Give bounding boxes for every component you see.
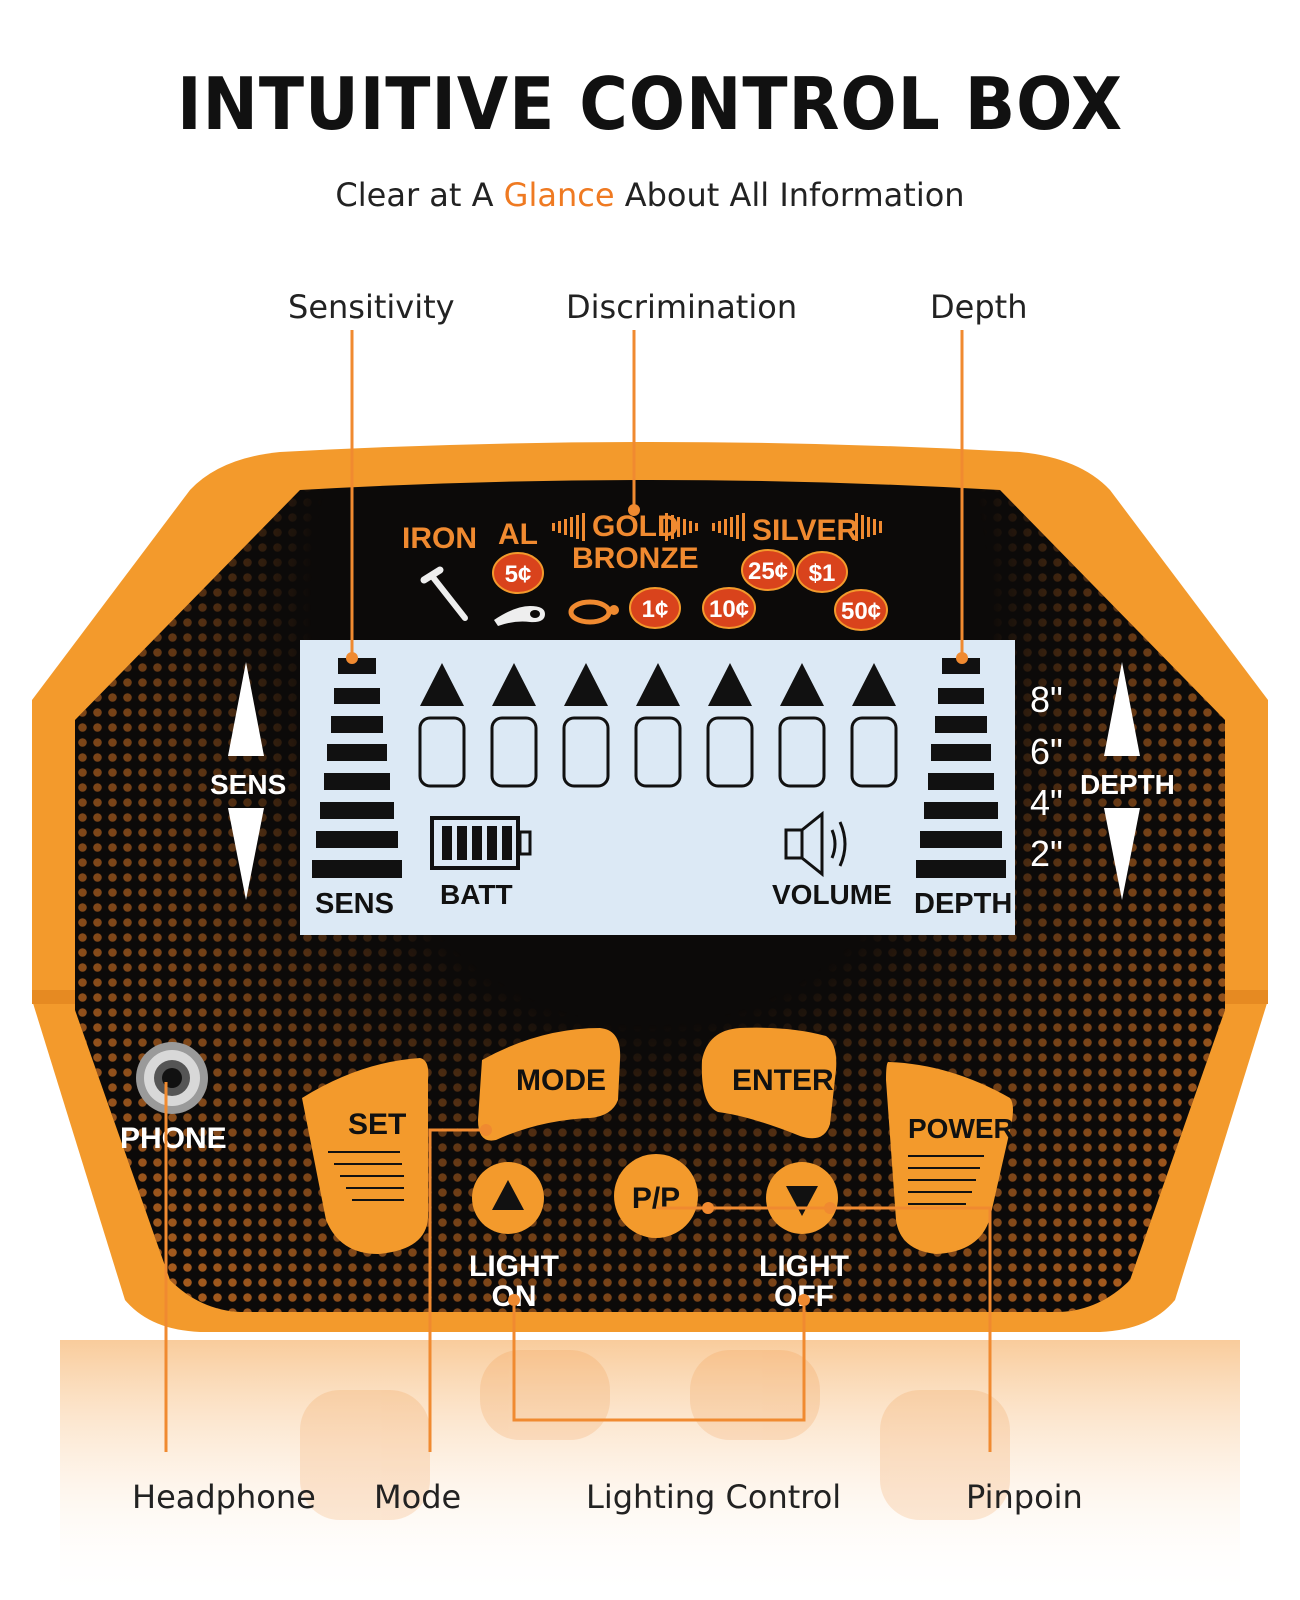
pinpoint-button-label: P/P — [632, 1182, 680, 1215]
phone-label: PHONE — [120, 1122, 227, 1155]
leader-lines — [164, 330, 992, 1452]
leader-dots — [346, 504, 968, 1306]
callout-sensitivity: Sensitivity — [288, 288, 455, 326]
callout-pinpoint: Pinpoin — [966, 1478, 1083, 1516]
lcd-depth-label: DEPTH — [914, 888, 1012, 920]
callout-lighting-control: Lighting Control — [586, 1478, 842, 1516]
label-silver: SILVER — [752, 514, 858, 547]
coin-25c — [741, 549, 795, 591]
coin-50c — [834, 589, 888, 631]
coin-1d-label: $1 — [809, 560, 836, 587]
depth-mark-2: 2" — [1030, 833, 1063, 874]
page-subtitle: Clear at A Glance About All Information — [0, 176, 1300, 214]
light-off-label-1: LIGHT — [759, 1250, 849, 1283]
callout-headphone: Headphone — [132, 1478, 316, 1516]
lcd-sens-label: SENS — [315, 888, 394, 920]
callout-mode: Mode — [374, 1478, 462, 1516]
coins: 5¢ 25¢ $1 1¢ 10¢ 50¢ — [492, 549, 888, 631]
depth-mark-8: 8" — [1030, 679, 1063, 720]
discrimination-segments — [418, 663, 898, 788]
scale-ticks — [552, 513, 882, 541]
enter-button[interactable]: ENTER — [701, 1027, 837, 1139]
coin-1d — [796, 551, 848, 593]
subtitle-start: Clear at A — [335, 176, 504, 214]
coin-1c-label: 1¢ — [642, 596, 669, 623]
coin-10c-label: 10¢ — [709, 596, 749, 623]
pinpoint-button[interactable]: P/P — [614, 1154, 698, 1238]
depth-bars — [916, 658, 1006, 878]
subtitle-end: About All Information — [614, 176, 965, 214]
speaker-icon — [784, 810, 847, 878]
coin-25c-label: 25¢ — [748, 558, 788, 585]
battery-icon — [430, 816, 532, 870]
light-off-button[interactable] — [766, 1162, 838, 1234]
floor-reflection — [60, 1340, 1240, 1600]
sens-down-arrow[interactable] — [228, 808, 264, 900]
lcd-batt-label: BATT — [440, 879, 513, 910]
lcd-volume-label: VOLUME — [772, 879, 892, 910]
label-al: AL — [498, 518, 538, 551]
up-arrow-icon — [492, 1180, 524, 1210]
light-on-label-1: LIGHT — [469, 1250, 559, 1283]
mode-button-label: MODE — [516, 1064, 606, 1097]
coin-50c-label: 50¢ — [841, 598, 881, 625]
light-on-button[interactable] — [472, 1162, 544, 1234]
set-button-label: SET — [348, 1108, 406, 1141]
power-button[interactable]: POWER — [886, 1062, 1014, 1254]
callout-depth: Depth — [930, 288, 1028, 326]
label-bronze: BRONZE — [572, 542, 699, 575]
page-title: INTUITIVE CONTROL BOX — [176, 62, 1124, 146]
mode-button[interactable]: MODE — [478, 1028, 621, 1141]
depth-up-arrow[interactable] — [1104, 662, 1140, 756]
depth-down-arrow[interactable] — [1104, 808, 1140, 900]
headphone-jack-icon[interactable] — [136, 1042, 208, 1114]
coin-10c — [702, 587, 756, 629]
power-button-label: POWER — [908, 1113, 1014, 1144]
nail-icon — [420, 566, 468, 621]
side-sens-label: SENS — [210, 769, 286, 800]
down-arrow-icon — [786, 1186, 818, 1216]
subtitle-highlight: Glance — [503, 176, 615, 214]
sens-up-arrow[interactable] — [228, 662, 264, 756]
enter-button-label: ENTER — [732, 1064, 834, 1097]
pull-tab-icon — [494, 606, 545, 626]
set-button[interactable]: SET — [302, 1058, 429, 1254]
ring-icon — [568, 599, 619, 625]
coin-1c — [629, 587, 681, 629]
coin-5c-label: 5¢ — [505, 561, 532, 588]
depth-mark-6: 6" — [1030, 731, 1063, 772]
label-iron: IRON — [402, 522, 477, 555]
depth-mark-4: 4" — [1030, 782, 1063, 823]
callout-discrimination: Discrimination — [566, 288, 798, 326]
coin-5c — [492, 552, 544, 594]
side-depth-label: DEPTH — [1080, 769, 1175, 800]
sens-bars — [312, 658, 402, 878]
